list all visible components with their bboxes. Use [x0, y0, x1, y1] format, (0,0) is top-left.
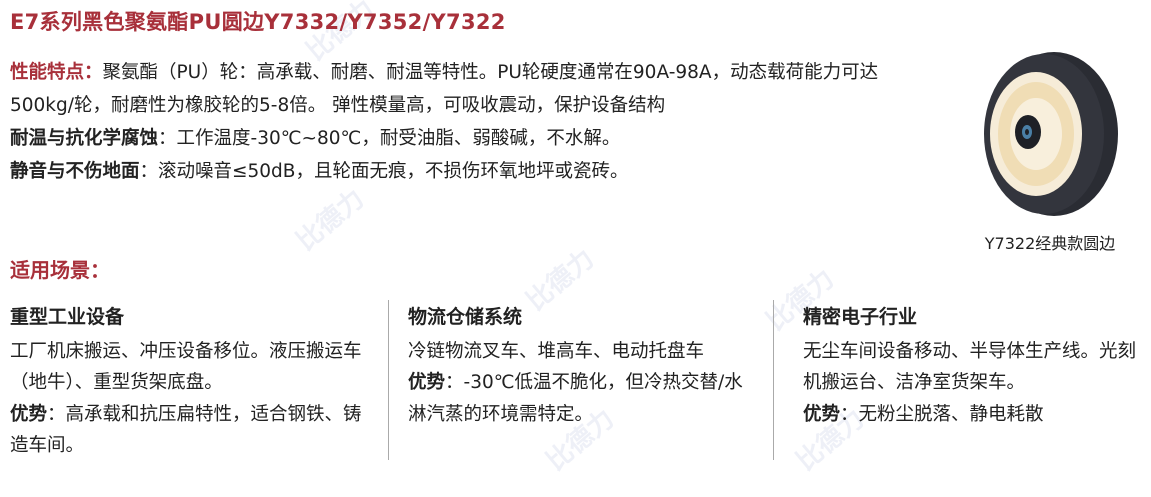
image-caption: Y7322经典款圆边 — [984, 234, 1116, 253]
page-title: E7系列黑色聚氨酯PU圆边Y7332/Y7352/Y7322 — [10, 10, 506, 34]
scene-text: 冷链物流叉车、堆高车、电动托盘车 — [408, 340, 705, 362]
wheel-product-image — [984, 52, 1118, 216]
performance-paragraph: 性能特点：聚氨酯（PU）轮：高承载、耐磨、耐温等特性。PU轮硬度通常在90A-9… — [10, 56, 900, 122]
quiet-paragraph: 静音与不伤地面：滚动噪音≤50dB，且轮面无痕，不损伤环氧地坪或瓷砖。 — [10, 155, 900, 188]
scene-text: 无尘车间设备移动、半导体生产线。光刻机搬运台、洁净室货架车。 — [803, 340, 1137, 394]
performance-text: 聚氨酯（PU）轮：高承载、耐磨、耐温等特性。PU轮硬度通常在90A-98A，动态… — [10, 62, 879, 116]
scene-heading: 重型工业设备 — [10, 306, 125, 328]
advantage-label: 优势 — [10, 403, 48, 425]
scene-column: 物流仓储系统 冷链物流叉车、堆高车、电动托盘车 优势：-30℃低温不脆化，但冷热… — [408, 302, 758, 430]
advantage-label: 优势 — [408, 372, 446, 393]
features-block: 性能特点：聚氨酯（PU）轮：高承载、耐磨、耐温等特性。PU轮硬度通常在90A-9… — [10, 56, 900, 188]
scene-text: 工厂机床搬运、冲压设备移位。液压搬运车（地牛）、重型货架底盘。 — [10, 340, 362, 394]
performance-label: 性能特点： — [10, 62, 103, 83]
quiet-text: ：滚动噪音≤50dB，且轮面无痕，不损伤环氧地坪或瓷砖。 — [139, 161, 629, 182]
column-divider — [388, 300, 389, 460]
temperature-text: ：工作温度-30℃~80℃，耐受油脂、弱酸碱，不水解。 — [158, 128, 621, 149]
column-divider — [773, 300, 774, 460]
advantage-text: ：-30℃低温不脆化，但冷热交替/水淋汽蒸的环境需特定。 — [408, 372, 743, 425]
scene-column: 重型工业设备 工厂机床搬运、冲压设备移位。液压搬运车（地牛）、重型货架底盘。 优… — [10, 302, 380, 462]
scenes-heading: 适用场景： — [10, 258, 110, 282]
advantage-text: ：高承载和抗压扁特性，适合钢铁、铸造车间。 — [10, 403, 362, 457]
scene-heading: 物流仓储系统 — [408, 306, 523, 328]
watermark: 比德力 — [291, 183, 371, 257]
scene-heading: 精密电子行业 — [803, 306, 918, 328]
temperature-paragraph: 耐温与抗化学腐蚀：工作温度-30℃~80℃，耐受油脂、弱酸碱，不水解。 — [10, 122, 900, 155]
scene-column: 精密电子行业 无尘车间设备移动、半导体生产线。光刻机搬运台、洁净室货架车。 优势… — [803, 302, 1148, 430]
advantage-text: ：无粉尘脱落、静电耗散 — [840, 403, 1044, 425]
advantage-label: 优势 — [803, 403, 841, 425]
temperature-label: 耐温与抗化学腐蚀 — [10, 128, 159, 149]
quiet-label: 静音与不伤地面 — [10, 161, 140, 182]
